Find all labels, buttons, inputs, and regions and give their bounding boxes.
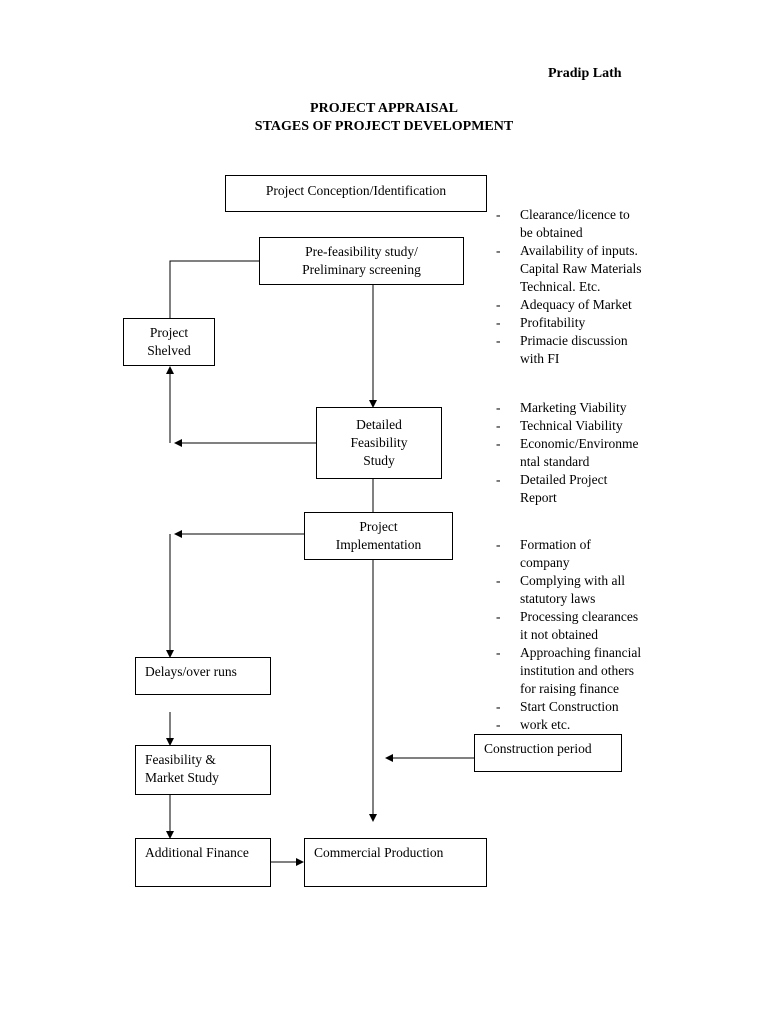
note-item: Adequacy of Market bbox=[496, 296, 641, 314]
node-pre-feasibility-study: Pre-feasibility study/ Preliminary scree… bbox=[259, 237, 464, 285]
node-feasibility-market-study: Feasibility & Market Study bbox=[135, 745, 271, 795]
node-project-implementation: Project Implementation bbox=[304, 512, 453, 560]
note-item-continuation: with FI bbox=[520, 351, 560, 366]
note-item: Technical Viability bbox=[496, 417, 638, 435]
node-commercial-production: Commercial Production bbox=[304, 838, 487, 887]
note-item-continuation: statutory laws bbox=[520, 591, 596, 606]
note-item-continuation: it not obtained bbox=[520, 627, 598, 642]
node-project-conception: Project Conception/Identification bbox=[225, 175, 487, 212]
note-item: Marketing Viability bbox=[496, 399, 638, 417]
node-project-shelved: Project Shelved bbox=[123, 318, 215, 366]
note-item-continuation: institution and others bbox=[520, 663, 634, 678]
note-item-continuation: ntal standard bbox=[520, 454, 590, 469]
node-pre-feasibility-line-1: Pre-feasibility study/ bbox=[305, 244, 418, 259]
node-project-conception-line-1: Project Conception/Identification bbox=[265, 183, 447, 198]
note-item-continuation: be obtained bbox=[520, 225, 583, 240]
node-implementation-line-2: Implementation bbox=[335, 537, 422, 552]
note-item: Detailed Project bbox=[496, 471, 638, 489]
node-feasibility-market-line-2: Market Study bbox=[145, 770, 219, 785]
note-item: Clearance/licence to bbox=[496, 206, 641, 224]
notes-implementation: Formation of company Complying with all … bbox=[496, 536, 641, 734]
notes-detailed-study: Marketing Viability Technical Viability … bbox=[496, 399, 638, 507]
node-construction-period-line-1: Construction period bbox=[484, 741, 592, 756]
note-item: Profitability bbox=[496, 314, 641, 332]
note-item: Primacie discussion bbox=[496, 332, 641, 350]
node-additional-finance-line-1: Additional Finance bbox=[145, 845, 249, 860]
note-item: Start Construction bbox=[496, 698, 641, 716]
node-commercial-production-line-1: Commercial Production bbox=[314, 845, 444, 860]
author-name: Pradip Lath bbox=[548, 66, 622, 81]
node-implementation-line-1: Project bbox=[359, 519, 398, 534]
node-project-shelved-line-1: Project bbox=[149, 325, 189, 340]
node-detailed-line-1: Detailed bbox=[356, 417, 402, 432]
note-item: Approaching financial bbox=[496, 644, 641, 662]
note-item-continuation: Report bbox=[520, 490, 557, 505]
note-item-continuation: company bbox=[520, 555, 570, 570]
node-additional-finance: Additional Finance bbox=[135, 838, 271, 887]
node-detailed-feasibility-study: Detailed Feasibility Study bbox=[316, 407, 442, 479]
node-delays-over-runs: Delays/over runs bbox=[135, 657, 271, 695]
line-prefeasibility-to-shelved bbox=[169, 260, 259, 318]
node-construction-period: Construction period bbox=[474, 734, 622, 772]
note-item: Formation of bbox=[496, 536, 641, 554]
node-feasibility-market-line-1: Feasibility & bbox=[145, 752, 216, 767]
note-item-continuation: Capital Raw Materials bbox=[520, 261, 642, 276]
page-subtitle: STAGES OF PROJECT DEVELOPMENT bbox=[254, 119, 514, 134]
notes-prefeasibility: Clearance/licence to be obtained Availab… bbox=[496, 206, 641, 368]
note-item: work etc. bbox=[496, 716, 641, 734]
note-item: Complying with all bbox=[496, 572, 641, 590]
page-title: PROJECT APPRAISAL bbox=[310, 101, 458, 116]
node-detailed-line-3: Study bbox=[363, 453, 395, 468]
note-item: Availability of inputs. bbox=[496, 242, 641, 260]
note-item: Economic/Environme bbox=[496, 435, 638, 453]
node-detailed-line-2: Feasibility bbox=[350, 435, 408, 450]
note-item: Processing clearances bbox=[496, 608, 641, 626]
note-item-continuation: for raising finance bbox=[520, 681, 619, 696]
node-project-shelved-line-2: Shelved bbox=[147, 343, 191, 358]
node-delays-line-1: Delays/over runs bbox=[145, 664, 237, 679]
note-item-continuation: Technical. Etc. bbox=[520, 279, 601, 294]
node-pre-feasibility-line-2: Preliminary screening bbox=[302, 262, 421, 277]
